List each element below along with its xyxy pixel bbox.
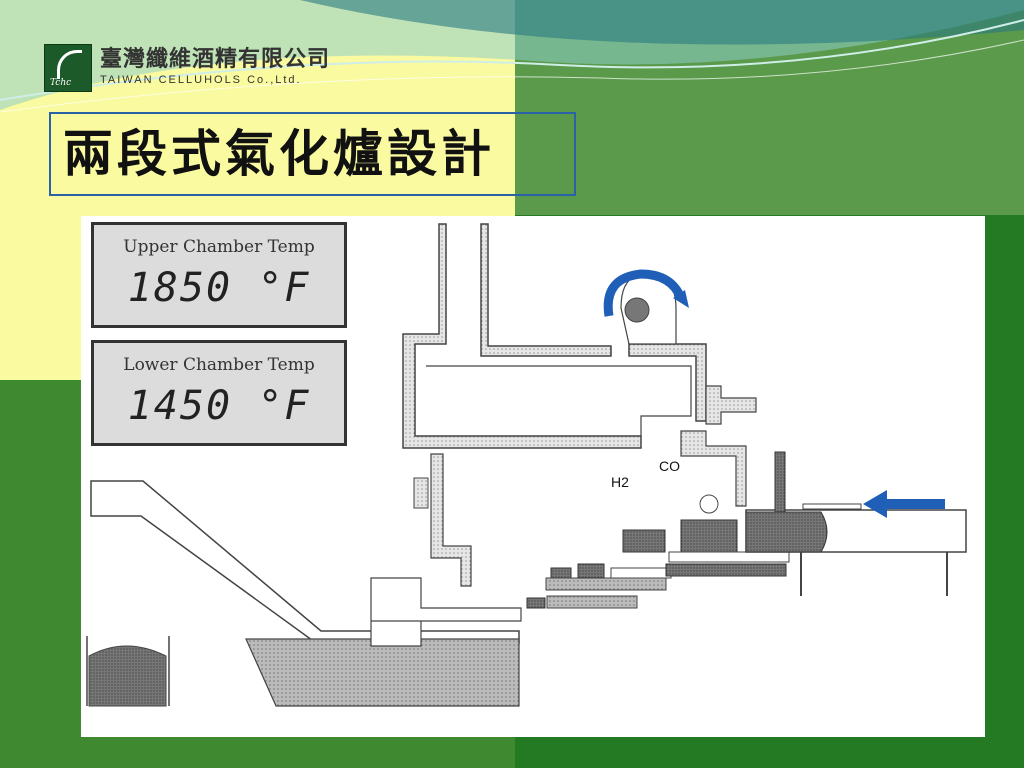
rotation-arrow-icon — [603, 269, 686, 317]
grate-step-8 — [680, 519, 738, 557]
lower-chamber-label: Lower Chamber Temp — [123, 355, 315, 375]
slide-title-box: 兩段式氣化爐設計 — [49, 112, 576, 196]
access-port — [413, 477, 429, 509]
inspection-port — [699, 494, 719, 514]
company-name-en: TAIWAN CELLUHOLS Co.,Ltd. — [100, 74, 302, 86]
grate-step-5 — [577, 563, 605, 579]
feed-arrow-icon — [863, 490, 887, 518]
grate-step-1 — [526, 597, 546, 609]
feed-arrow-shaft — [881, 499, 945, 509]
feed-material — [745, 511, 828, 553]
upper-chamber-label: Upper Chamber Temp — [123, 237, 315, 257]
logo-text: 臺灣纖維酒精有限公司 TAIWAN CELLUHOLS Co.,Ltd. — [100, 48, 330, 88]
rotation-arrow-head — [673, 290, 689, 308]
company-name-cn: 臺灣纖維酒精有限公司 — [100, 47, 331, 72]
grate-step-6 — [610, 567, 672, 579]
burner-nozzle — [705, 385, 757, 425]
logo-mark-text: Tchc — [50, 78, 72, 88]
grate-step-4 — [545, 577, 667, 591]
fan-rotor — [624, 297, 650, 323]
upper-chamber-outline — [426, 365, 692, 436]
slide-title: 兩段式氣化爐設計 — [63, 125, 495, 183]
grate-step-2 — [546, 595, 638, 609]
ash-bin — [88, 645, 167, 707]
ash-pit — [245, 638, 520, 707]
gasifier-schematic — [86, 223, 967, 707]
upper-chamber-value: 1850 °F — [127, 265, 311, 311]
grate-base — [370, 577, 522, 647]
logo-emblem: Tchc — [44, 44, 92, 92]
co-label: CO — [659, 458, 680, 474]
lower-chamber-left-wall — [430, 453, 472, 587]
lower-chamber-readout: Lower Chamber Temp 1450 °F — [91, 340, 347, 446]
lower-chamber-value: 1450 °F — [127, 383, 311, 429]
grate-step-10 — [668, 551, 790, 563]
upper-chamber-readout: Upper Chamber Temp 1850 °F — [91, 222, 347, 328]
feed-gate — [774, 451, 786, 513]
grate-step-9 — [665, 563, 787, 577]
grate-step-7 — [622, 529, 666, 553]
exhaust-stack — [402, 223, 642, 449]
leaf-icon — [57, 50, 82, 79]
feed-rod — [802, 503, 862, 510]
gasifier-diagram: Upper Chamber Temp 1850 °F Lower Chamber… — [81, 216, 985, 737]
h2-label: H2 — [611, 474, 629, 490]
company-logo: Tchc 臺灣纖維酒精有限公司 TAIWAN CELLUHOLS Co.,Ltd… — [44, 44, 336, 92]
lower-chamber-wall — [680, 430, 747, 507]
